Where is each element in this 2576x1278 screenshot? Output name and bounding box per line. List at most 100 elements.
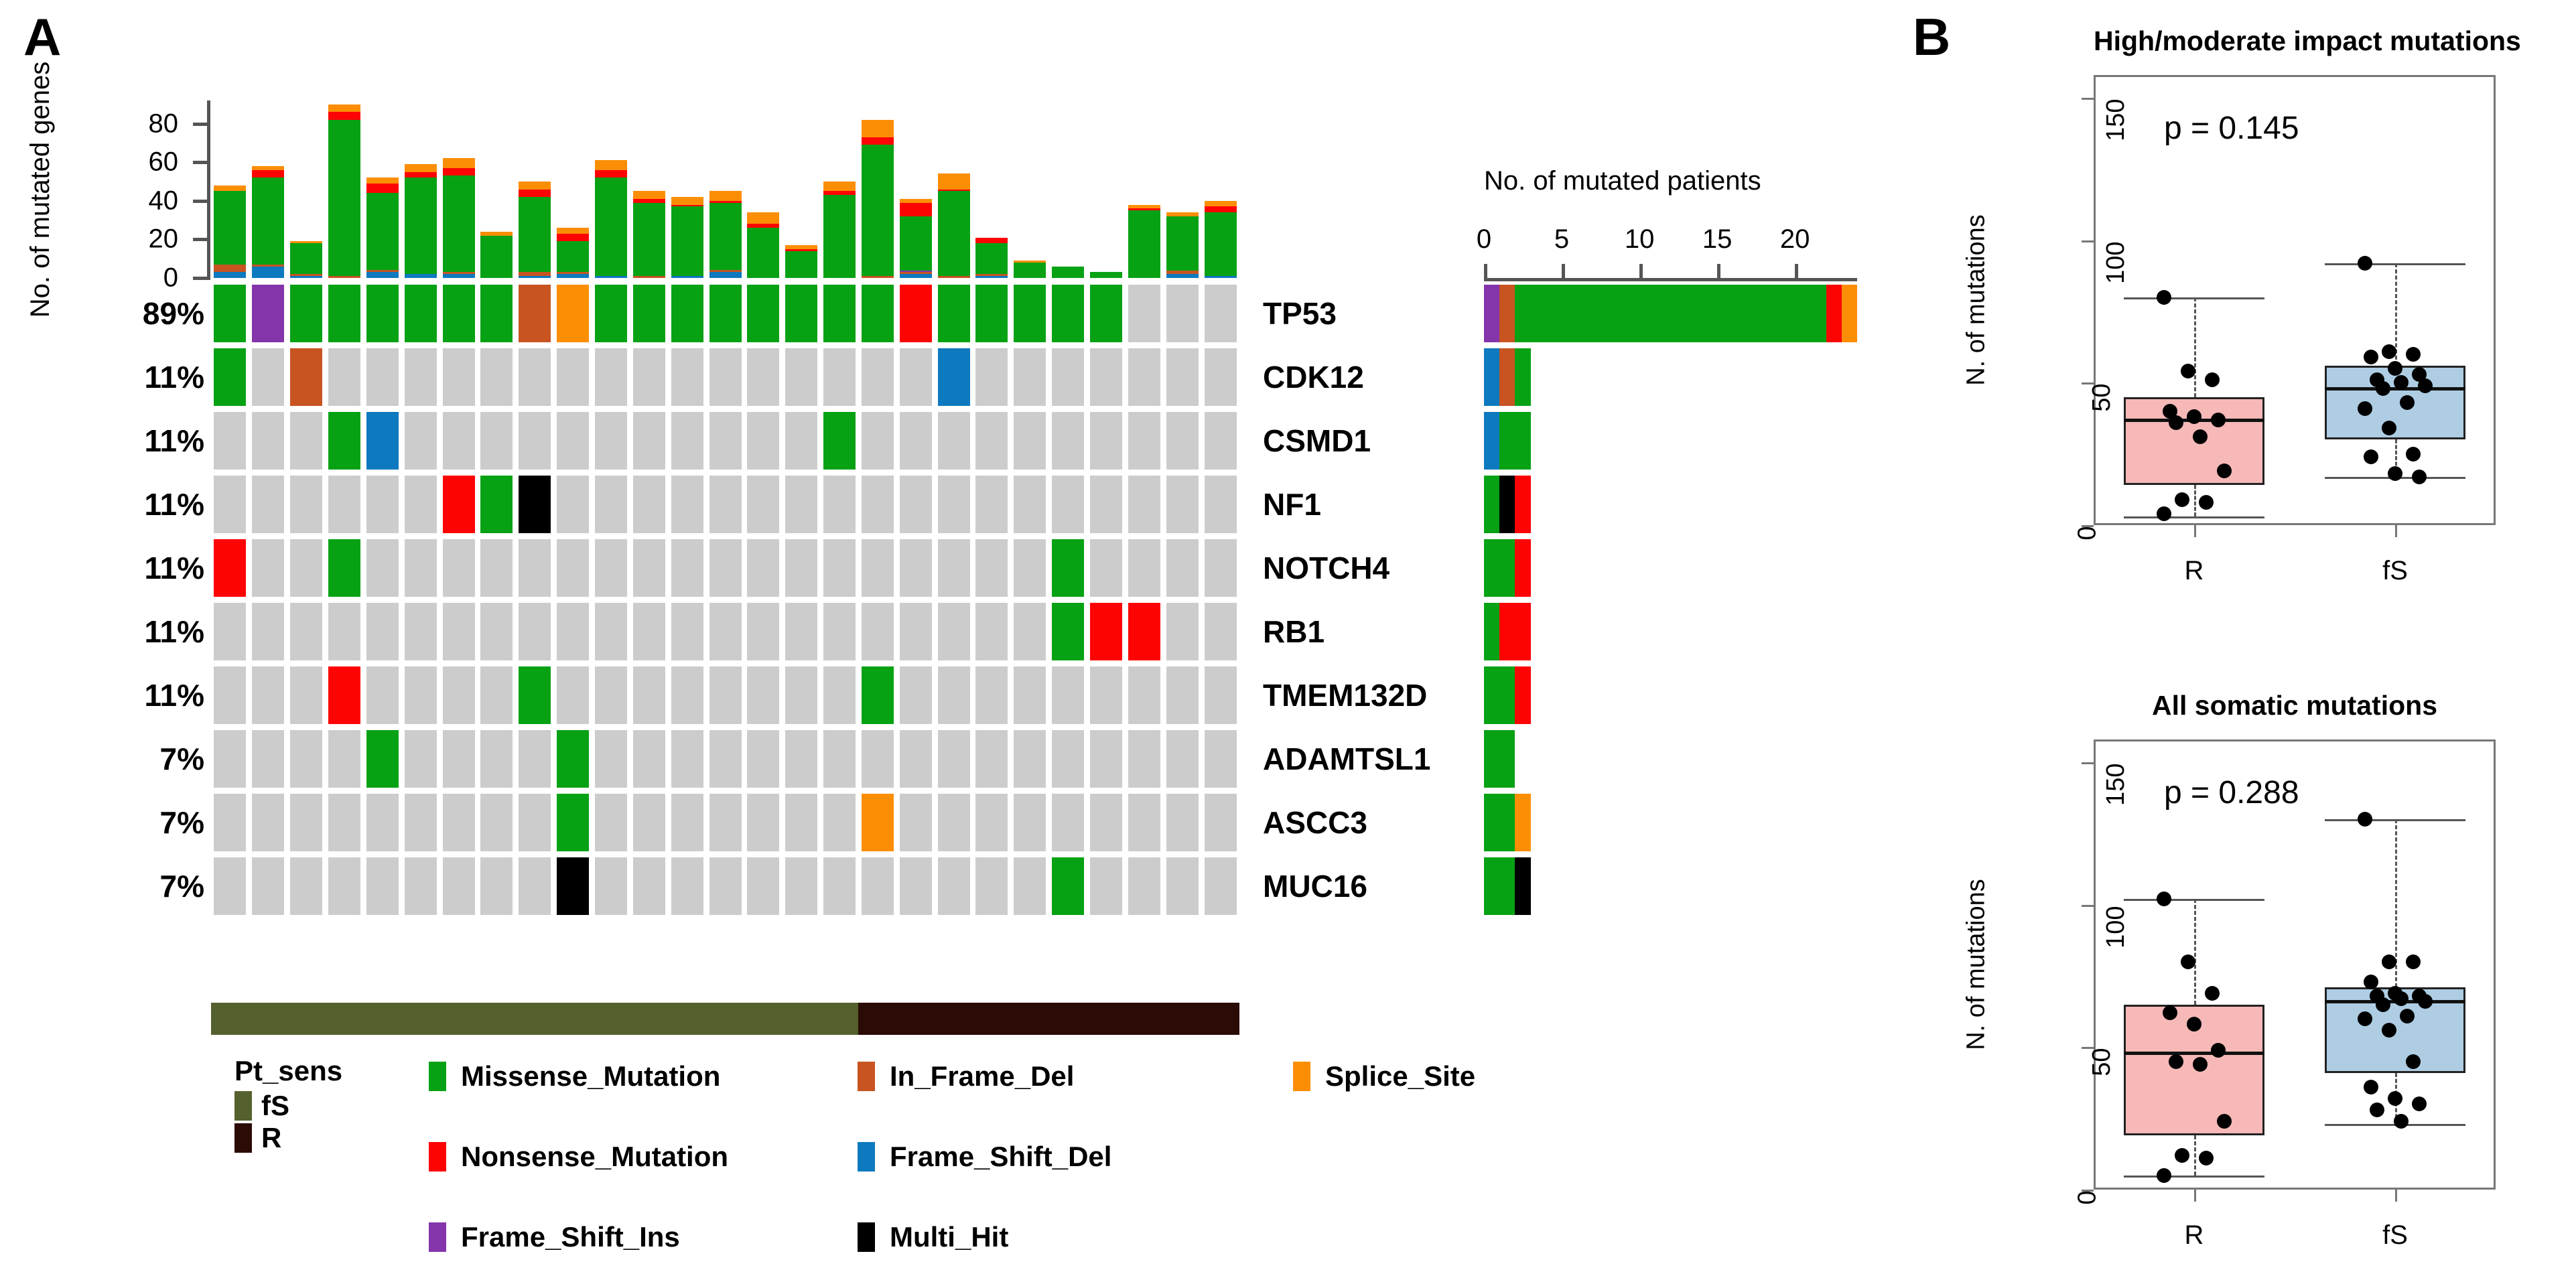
oncoplot-cell — [709, 794, 742, 851]
right-bar-segment — [1499, 603, 1531, 660]
pt-sens-segment-fs — [211, 1003, 859, 1035]
boxplot-data-point — [2388, 361, 2402, 376]
oncoplot-cell — [785, 857, 818, 915]
top-bar-segment — [937, 191, 970, 277]
oncoplot-cell — [823, 539, 856, 597]
oncoplot-row: 11%NOTCH4 — [144, 539, 1389, 597]
oncoplot-cell — [1128, 285, 1160, 342]
boxplot-data-point — [2412, 1096, 2427, 1112]
top-bar-segment — [366, 270, 399, 273]
oncoplot-cell — [899, 666, 932, 724]
top-bar-segment — [557, 241, 590, 273]
boxplot-whisker-cap-lower — [2124, 516, 2264, 519]
top-bar-segment — [404, 178, 437, 275]
boxplot-data-point — [2400, 395, 2415, 411]
oncoplot-cell — [519, 285, 551, 342]
oncoplot-row: 11%RB1 — [144, 603, 1325, 660]
oncoplot-row: 11%NF1 — [144, 476, 1321, 533]
oncoplot-row-percent: 7% — [159, 741, 204, 776]
top-bar-segment — [594, 160, 627, 170]
top-bar-segment — [519, 272, 551, 277]
top-bar-segment — [709, 200, 742, 203]
oncoplot-row: 11%CSMD1 — [144, 412, 1371, 470]
oncoplot-cell — [899, 412, 932, 470]
legend-item-multi-hit: Multi_Hit — [858, 1221, 1008, 1253]
boxplot-data-point — [2181, 954, 2195, 969]
oncoplot-cell — [1014, 285, 1046, 342]
oncoplot-cell — [214, 348, 247, 406]
boxplot-data-point — [2157, 1167, 2171, 1183]
oncoplot-cell — [328, 476, 360, 533]
oncoplot-cell — [366, 603, 399, 660]
oncoplot-cell — [214, 603, 247, 660]
top-bar-segment — [975, 243, 1008, 275]
top-bar-segment — [671, 197, 703, 205]
oncoplot-cell — [937, 666, 970, 724]
oncoplot-cell — [594, 348, 627, 406]
top-bar-column — [480, 231, 513, 278]
right-bar-segment — [1499, 476, 1515, 533]
legend-label: In_Frame_Del — [890, 1060, 1075, 1092]
oncoplot-cell — [861, 666, 894, 724]
top-bar-segment — [747, 224, 780, 228]
boxplot-y-axis-label: N. of mutations — [1962, 879, 1990, 1050]
top-bar-y-tick — [193, 161, 210, 165]
top-bar-segment — [519, 182, 551, 190]
top-bar-column — [937, 173, 970, 278]
boxplot-whisker-lower — [2194, 1135, 2196, 1176]
oncoplot-cell — [557, 539, 590, 597]
oncoplot-cell — [1090, 857, 1123, 915]
top-bar-segment — [747, 212, 780, 224]
top-bar-column — [594, 160, 627, 278]
top-bar-segment — [366, 178, 399, 184]
oncoplot-cell — [328, 730, 360, 788]
oncoplot-cell — [747, 412, 780, 470]
top-bar-segment — [480, 231, 513, 236]
top-bar-segment — [442, 274, 475, 278]
oncoplot-cell — [290, 539, 323, 597]
legend-swatch — [1293, 1062, 1310, 1091]
oncoplot-cell — [252, 730, 285, 788]
right-bar-segment — [1515, 476, 1531, 533]
oncoplot-cell — [861, 348, 894, 406]
oncoplot-cell — [1052, 730, 1085, 788]
boxplot-data-point — [2205, 372, 2220, 388]
boxplot-x-tick — [2395, 1190, 2397, 1202]
oncoplot-cell — [594, 412, 627, 470]
boxplot-data-point — [2187, 1017, 2201, 1032]
oncoplot-cell — [519, 348, 551, 406]
oncoplot-cell — [709, 666, 742, 724]
legend-item-frame-shift-ins: Frame_Shift_Ins — [429, 1221, 680, 1253]
boxplot-x-tick — [2194, 1190, 2196, 1202]
oncoplot-cell — [1128, 412, 1160, 470]
right-bar-segment — [1826, 285, 1842, 342]
oncoplot-cell — [252, 794, 285, 851]
oncoplot-cell — [747, 603, 780, 660]
top-bar-segment — [823, 182, 856, 192]
pt-sens-swatch-fs — [234, 1091, 252, 1121]
top-bar-segment — [899, 272, 932, 275]
oncoplot-cell — [1204, 794, 1237, 851]
top-bar-column — [290, 241, 323, 278]
boxplot-y-tick — [2082, 98, 2094, 100]
boxplot-data-point — [2157, 289, 2171, 305]
boxplot-y-tick — [2082, 762, 2094, 765]
oncoplot-cell — [1166, 794, 1199, 851]
right-bar-x-tick-label: 15 — [1702, 224, 1733, 254]
boxplot-data-point — [2199, 494, 2214, 510]
oncoplot-cell — [290, 666, 323, 724]
boxplot-y-tick — [2082, 1190, 2094, 1192]
oncoplot-cell — [290, 857, 323, 915]
right-bar-segment — [1515, 539, 1531, 597]
right-bar-segment — [1484, 412, 1500, 470]
top-bar-y-tick — [193, 238, 210, 242]
top-bar-segment — [975, 237, 1008, 244]
oncoplot-cell — [214, 794, 247, 851]
right-bar-x-tick — [1717, 264, 1721, 281]
oncoplot-cell — [480, 794, 513, 851]
oncoplot-cell — [747, 857, 780, 915]
oncoplot-cell — [1166, 348, 1199, 406]
